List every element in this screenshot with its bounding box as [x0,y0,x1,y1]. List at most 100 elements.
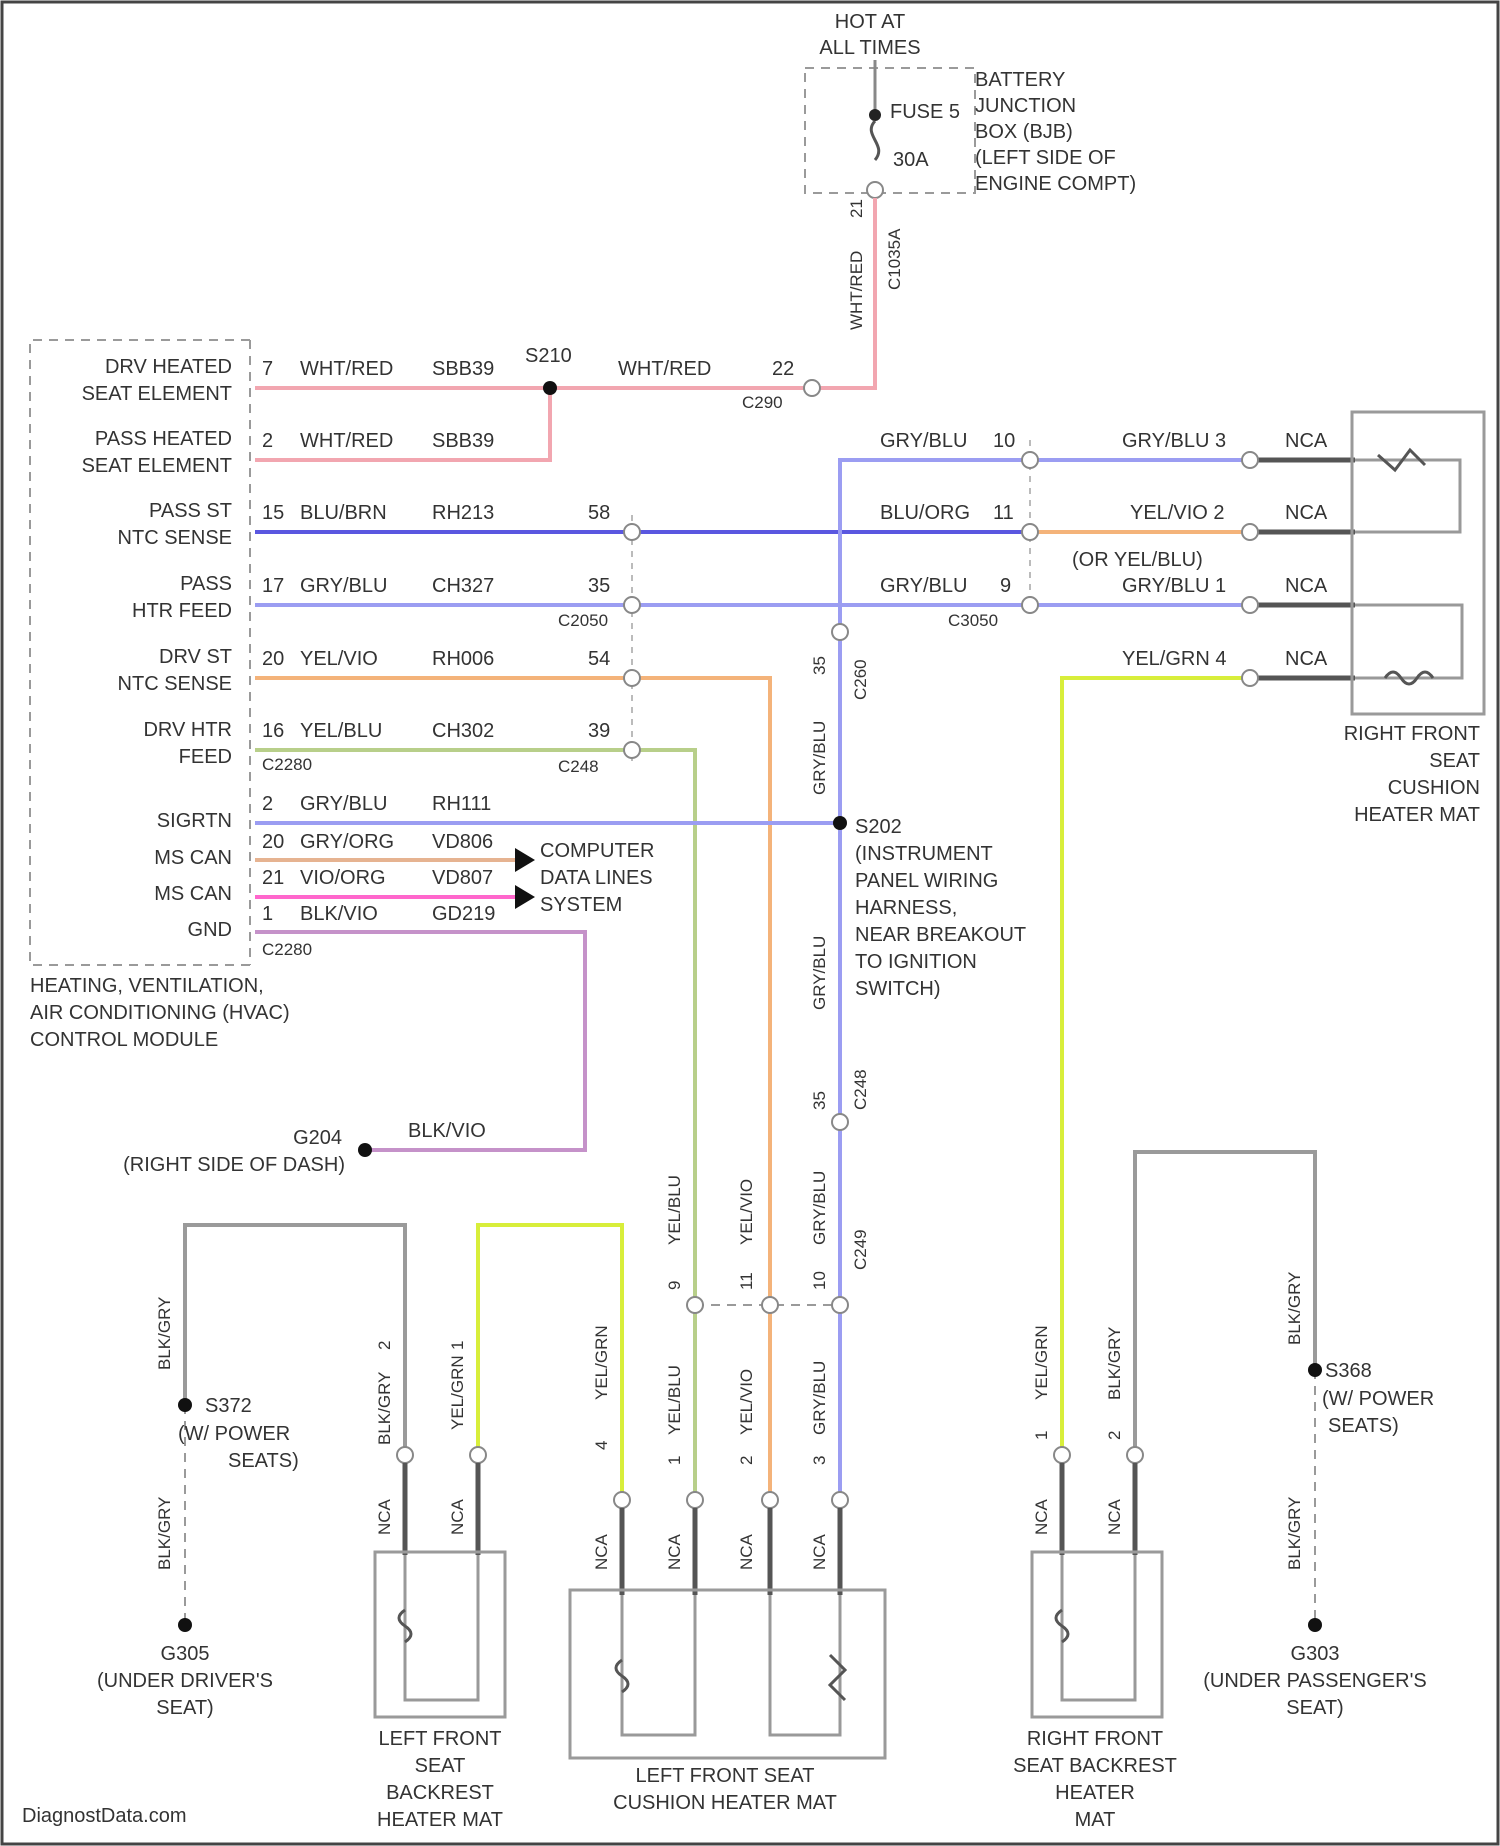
connector-terminal [833,816,847,830]
diagram-label: HEATER MAT [377,1809,503,1831]
bjb-line-4: (LEFT SIDE OF [975,147,1116,169]
diagram-label: NCA [810,1533,829,1570]
diagram-label: YEL/BLU [665,1175,684,1245]
connector-terminal [1022,524,1038,540]
connector-terminal [1054,1447,1070,1463]
fuse-label: FUSE 5 [890,101,960,123]
hvac-ms-can-2: MS CAN [154,883,232,905]
diagram-label: 7 [262,358,273,380]
diagram-label: VD807 [432,867,493,889]
diagram-label: S372 [205,1395,252,1417]
diagram-label: 1 [262,903,273,925]
lf-cushion-mat: 4 YEL/GRN 1 YEL/BLU 2 YEL/VIO 3 GRY/BLU … [570,1325,885,1814]
diagram-label: 21 [262,867,284,889]
c3050-label: C3050 [948,611,998,630]
diagram-label: 4 [592,1441,611,1450]
diagram-label: BLU/BRN [300,502,387,524]
connector-c290 [804,380,820,396]
thermistor-icon [1378,450,1425,470]
diagram-label: 54 [588,648,610,670]
diagram-label: 9 [1000,575,1011,597]
diagram-label: YEL/VIO 2 [1130,502,1225,524]
diagram-label: 2 [737,1456,756,1465]
connector-terminal [762,1492,778,1508]
diagram-label: CUSHION [1388,777,1480,799]
diagram-label: GRY/ORG [300,831,394,853]
diagram-label: 1 [1032,1431,1051,1440]
diagram-label: 9 [665,1281,684,1290]
diagram-label: BLK/GRY [155,1497,174,1570]
diagram-label: G305 [161,1643,210,1665]
diagram-label: GRY/BLU [300,575,387,597]
diagram-label: BLK/VIO [408,1120,486,1142]
diagram-label: COMPUTER [540,840,654,862]
diagram-label: RIGHT FRONT [1344,723,1480,745]
hot-at-text: HOT AT [835,11,905,33]
diagram-label: LEFT FRONT [379,1728,502,1750]
wire-blk-gry-left [185,1225,405,1455]
diagram-label: SEAT [415,1755,466,1777]
bjb-box [805,68,975,193]
diagram-label: RH213 [432,502,494,524]
diagram-label: RIGHT FRONT [1027,1728,1163,1750]
diagram-label: NCA [1032,1498,1051,1535]
diagram-label: LEFT FRONT SEAT [636,1765,815,1787]
c248-label: C248 [558,757,599,776]
diagram-label: 58 [588,502,610,524]
diagram-label: YEL/GRN 4 [1122,648,1226,670]
diagram-label: NCA [1285,502,1328,524]
diagram-label: RH006 [432,648,494,670]
diagram-label: NCA [448,1498,467,1535]
s210-wire-label: WHT/RED [618,358,711,380]
diagram-label: YEL/GRN [1032,1325,1051,1400]
diagram-label: BLK/GRY [1105,1327,1124,1400]
diagram-label: 17 [262,575,284,597]
arrow-icon [515,848,535,872]
diagram-label: PANEL WIRING [855,870,998,892]
diagram-label: VIO/ORG [300,867,386,889]
component-outline [1032,1552,1162,1717]
connector-terminal [614,1492,630,1508]
diagram-label: SWITCH) [855,978,941,1000]
diagram-label: WHT/RED [300,430,393,452]
connector-terminal [832,1114,848,1130]
diagram-label: BLU/ORG [880,502,970,524]
s210-label: S210 [525,345,572,367]
connector-c2050: 58 35 54 39 C2050 C248 [558,502,640,776]
diagram-label: YEL/GRN [448,1355,467,1430]
wire-segment [622,1595,695,1735]
hvac-gnd: GND [188,919,232,941]
hvac-drv-htr-2: FEED [179,746,232,768]
connector-terminal [1242,670,1258,686]
diagram-label: YEL/BLU [665,1365,684,1435]
diagram-label: 10 [993,430,1015,452]
diagram-label: YEL/VIO [737,1179,756,1245]
diagram-label: (UNDER DRIVER'S [97,1670,273,1692]
wire-segment [405,1555,478,1700]
hvac-name-2: AIR CONDITIONING (HVAC) [30,1002,290,1024]
diagram-label: 2 [262,793,273,815]
diagram-label: NCA [1285,575,1328,597]
hvac-drv-heated-2: SEAT ELEMENT [82,383,232,405]
hvac-ms-can-1: MS CAN [154,847,232,869]
diagram-label: GRY/BLU [300,793,387,815]
diagram-label: G204 [293,1127,342,1149]
diagram-label: 15 [262,502,284,524]
diagram-label: NCA [1285,430,1328,452]
all-times-text: ALL TIMES [819,37,920,59]
diagram-label: NCA [737,1533,756,1570]
bjb-connector: C1035A [885,228,904,290]
connector-terminal [762,1297,778,1313]
diagram-label: BLK/GRY [1285,1497,1304,1570]
diagram-label: (UNDER PASSENGER'S [1203,1670,1427,1692]
diagram-label: SBB39 [432,430,494,452]
diagram-label: NCA [1105,1498,1124,1535]
diagram-label: TO IGNITION [855,951,977,973]
splice-s210 [543,381,557,395]
diagram-label: VD806 [432,831,493,853]
ground-icon [1308,1618,1322,1632]
diagram-label: 11 [737,1272,756,1290]
hvac-drv-htr-1: DRV HTR [143,719,232,741]
diagram-label: 3 [810,1456,829,1465]
diagram-label: S202 [855,816,902,838]
